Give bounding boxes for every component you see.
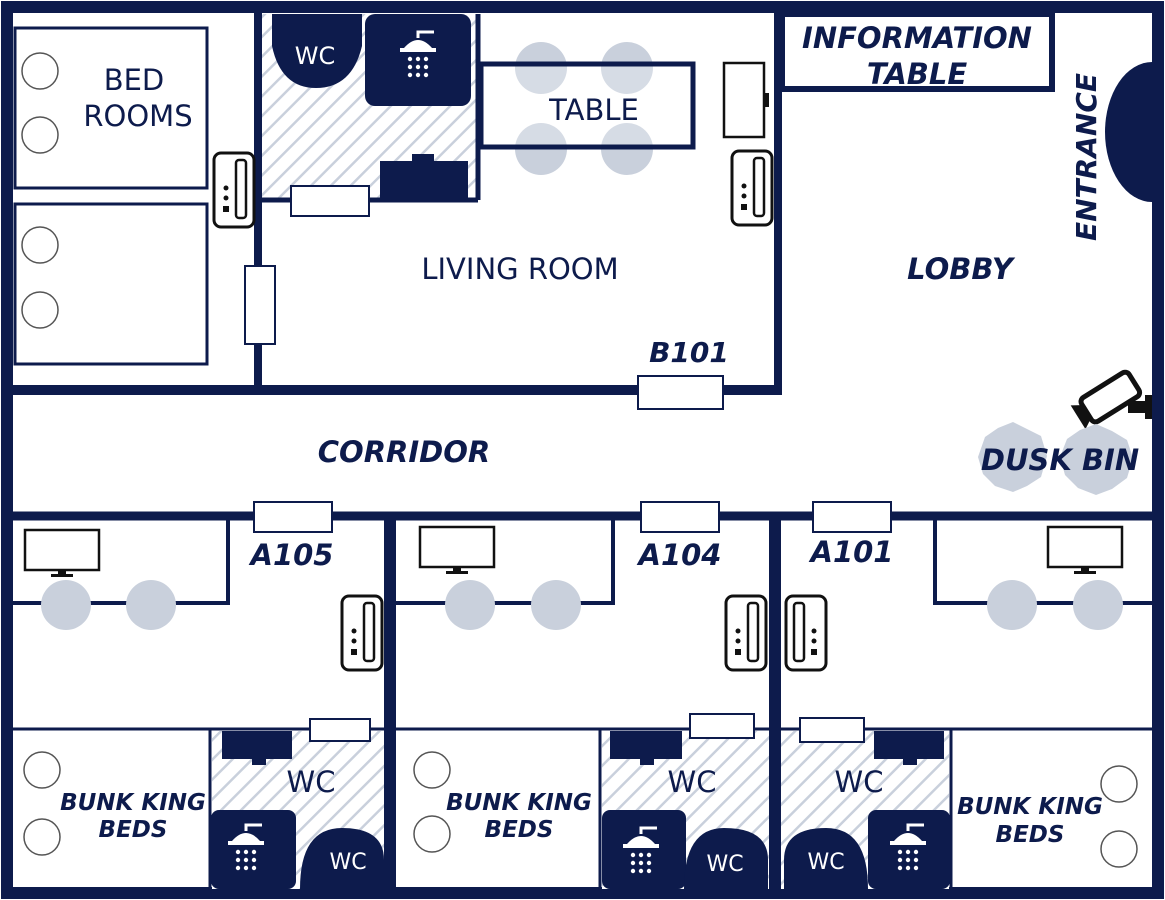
lobby-label: LOBBY bbox=[907, 252, 1016, 286]
sink-counter bbox=[222, 731, 292, 759]
air-conditioner-icon bbox=[730, 149, 774, 227]
air-conditioner-icon bbox=[340, 594, 384, 672]
door-marker bbox=[799, 717, 865, 743]
living-room-label: LIVING ROOM bbox=[421, 252, 618, 286]
wc-label: WC bbox=[835, 765, 884, 799]
bedrooms-label: BED bbox=[104, 63, 165, 97]
corridor-label: CORRIDOR bbox=[318, 435, 490, 469]
table-label: TABLE bbox=[548, 93, 639, 127]
round-stool bbox=[1073, 580, 1123, 630]
room-label-a101: A101 bbox=[809, 535, 894, 569]
tv-monitor-icon bbox=[23, 528, 101, 579]
bunk-bed-label: BUNK KING bbox=[60, 790, 206, 816]
bunk-bed-label: BUNK KING bbox=[446, 790, 592, 816]
door-marker bbox=[812, 501, 892, 533]
shower-tray bbox=[211, 810, 296, 889]
pillow bbox=[1100, 765, 1138, 803]
door-marker bbox=[290, 185, 370, 217]
pillow bbox=[21, 116, 59, 154]
sink-counter bbox=[874, 731, 944, 759]
pillow bbox=[23, 751, 61, 789]
round-stool bbox=[41, 580, 91, 630]
information-label: TABLE bbox=[867, 57, 968, 91]
room-label-a105: A105 bbox=[249, 538, 334, 572]
camera-mount bbox=[1145, 395, 1152, 419]
wc-label: WC bbox=[807, 850, 844, 875]
room-label-a104: A104 bbox=[637, 538, 722, 572]
pillow bbox=[21, 226, 59, 264]
bedrooms-label: ROOMS bbox=[83, 99, 192, 133]
sink-counter bbox=[903, 758, 917, 765]
door-marker bbox=[244, 265, 276, 345]
round-stool bbox=[531, 580, 581, 630]
tv-stand bbox=[764, 93, 769, 107]
pillow bbox=[413, 751, 451, 789]
door-marker bbox=[637, 375, 724, 410]
toilet-icon bbox=[784, 828, 868, 889]
door-marker bbox=[689, 713, 755, 739]
sink-counter bbox=[640, 758, 654, 765]
bunk-bed-label: BEDS bbox=[99, 817, 168, 843]
pillow bbox=[21, 52, 59, 90]
dusk-bin-label: DUSK BIN bbox=[981, 443, 1139, 477]
sink-counter bbox=[380, 161, 468, 200]
round-stool bbox=[601, 42, 653, 94]
bunk-bed-label: BEDS bbox=[996, 822, 1065, 848]
round-stool bbox=[126, 580, 176, 630]
toilet-icon bbox=[272, 14, 362, 88]
information-label: INFORMATION bbox=[802, 21, 1032, 55]
sink-counter bbox=[610, 731, 682, 759]
door-marker bbox=[640, 501, 720, 533]
round-stool bbox=[445, 580, 495, 630]
security-camera-icon bbox=[1070, 369, 1143, 430]
door-marker bbox=[309, 718, 371, 742]
sink-counter bbox=[412, 154, 434, 162]
b101-label: B101 bbox=[649, 336, 729, 369]
bunk-bed-label: BEDS bbox=[485, 817, 554, 843]
table bbox=[478, 61, 696, 150]
wc-label: WC bbox=[295, 42, 336, 70]
tv-monitor-icon bbox=[1046, 525, 1124, 576]
pillow bbox=[1100, 830, 1138, 868]
entrance-door bbox=[1105, 62, 1152, 202]
tv-monitor-icon bbox=[722, 61, 766, 139]
wc-label: WC bbox=[668, 765, 717, 799]
sink-counter bbox=[252, 758, 266, 765]
door-marker bbox=[253, 501, 333, 533]
air-conditioner-icon bbox=[212, 151, 256, 229]
information-table bbox=[779, 11, 1055, 92]
bunk-bed-label: BUNK KING bbox=[957, 794, 1103, 820]
toilet-icon bbox=[684, 828, 768, 889]
camera-mount bbox=[1128, 401, 1148, 413]
round-stool bbox=[987, 580, 1037, 630]
entrance-label: ENTRANCE bbox=[1070, 73, 1103, 241]
toilet-icon bbox=[300, 828, 384, 889]
pillow bbox=[413, 815, 451, 853]
shower-tray bbox=[868, 810, 950, 889]
dusk-bin bbox=[1060, 424, 1133, 495]
round-stool bbox=[515, 42, 567, 94]
tv-monitor-icon bbox=[418, 525, 496, 576]
wc-label: WC bbox=[329, 850, 366, 875]
wc-label: WC bbox=[706, 852, 743, 877]
wc-label: WC bbox=[287, 765, 336, 799]
air-conditioner-icon bbox=[724, 594, 768, 672]
air-conditioner-icon bbox=[784, 594, 828, 672]
pillow bbox=[23, 818, 61, 856]
shower-tray bbox=[602, 810, 686, 889]
dusk-bin bbox=[978, 422, 1047, 492]
pillow bbox=[21, 291, 59, 329]
